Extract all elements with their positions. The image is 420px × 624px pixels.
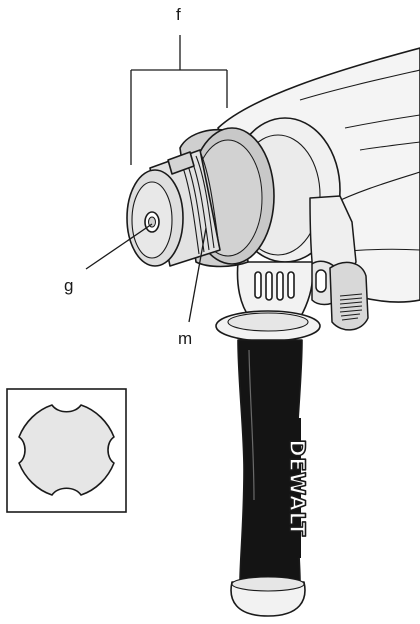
callout-label-g: g [64,276,73,295]
shank-profile-inset [6,388,127,513]
side-handle: DEWALT [215,261,321,617]
callout-label-f: f [176,5,181,24]
brand-logo: DEWALT [285,439,309,537]
chuck-tool-holder [126,149,221,267]
depth-stop-lever [309,195,369,331]
callout-g-leader [85,223,153,270]
callout-label-m: m [178,329,192,348]
callout-m-leader [188,227,207,323]
callout-f-bracket [130,35,228,165]
sds-shank-cross-section-icon [18,404,115,496]
